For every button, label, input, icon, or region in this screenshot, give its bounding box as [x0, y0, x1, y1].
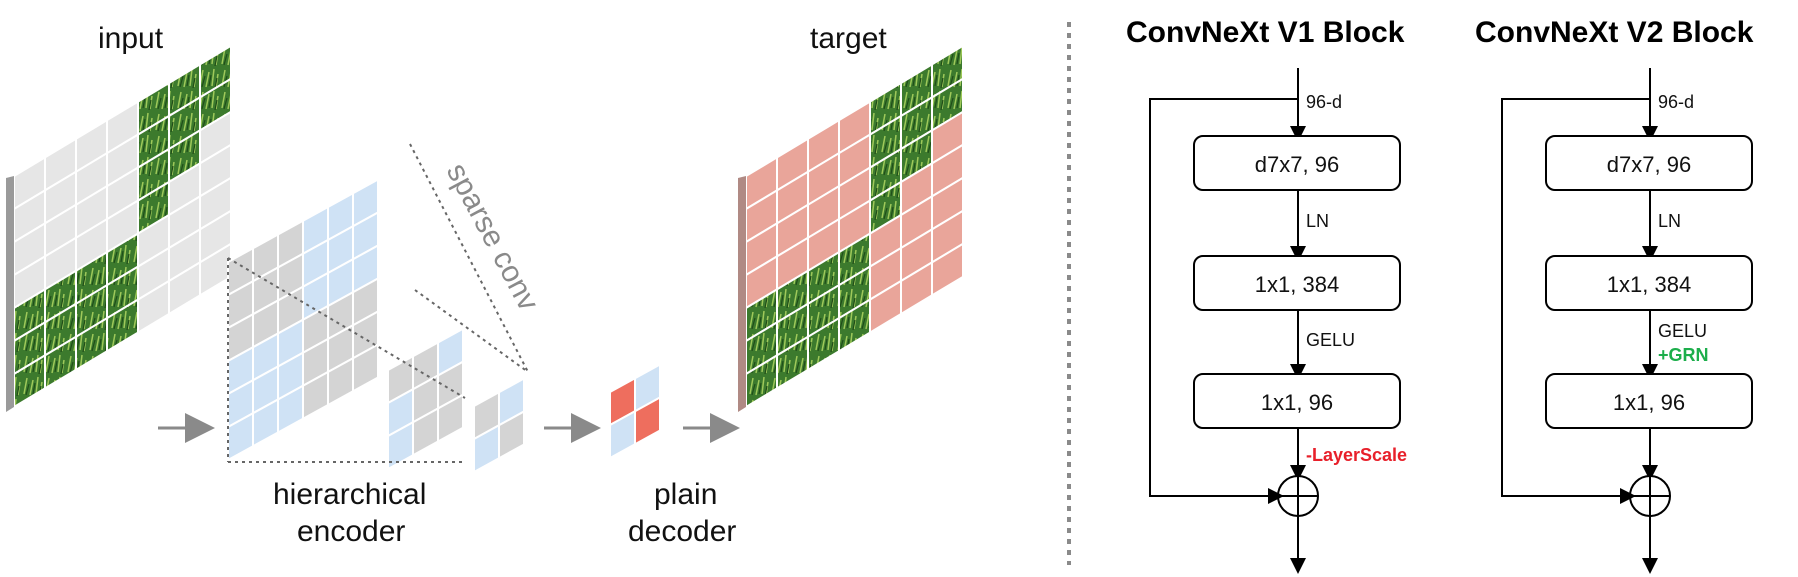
target-grid-side — [738, 176, 746, 412]
convnext-v1-block: ConvNeXt V1 Block 96-d d7x7, 96 LN 1x1, … — [1126, 16, 1407, 574]
encoder-stage1-grid — [227, 177, 379, 462]
v1-gelu-label: GELU — [1306, 330, 1355, 350]
convnext-v2-block: ConvNeXt V2 Block 96-d d7x7, 96 LN 1x1, … — [1475, 16, 1754, 574]
v1-input-dim: 96-d — [1306, 92, 1342, 112]
target-label: target — [810, 22, 887, 55]
v1-skip-connection — [1149, 98, 1298, 504]
v2-skip-connection — [1501, 98, 1650, 504]
input-grid-side — [6, 176, 14, 412]
encoder-label-line2: encoder — [297, 515, 405, 548]
target-patch-grid — [738, 44, 964, 412]
decoder-label-line1: plain — [654, 478, 717, 511]
decoder-patch — [634, 395, 661, 446]
v1-residual-add — [1277, 475, 1319, 517]
v1-box-pwconv2-label: 1x1, 96 — [1261, 390, 1333, 415]
encoder-patch — [498, 409, 525, 460]
v2-box-pwconv2-label: 1x1, 96 — [1613, 390, 1685, 415]
v1-title: ConvNeXt V1 Block — [1126, 16, 1405, 49]
v2-ln-label: LN — [1658, 211, 1681, 231]
decoder-panel: plain decoder — [609, 362, 736, 548]
v1-box-pwconv1-label: 1x1, 384 — [1255, 272, 1339, 297]
v1-box-dwconv-label: d7x7, 96 — [1255, 152, 1339, 177]
input-label: input — [98, 22, 164, 55]
sparse-conv-dotted-lines — [227, 143, 529, 463]
encoder-stage3-grid — [473, 376, 525, 474]
sparse-conv-label: sparse conv — [440, 158, 545, 316]
decoder-label-line2: decoder — [628, 515, 736, 548]
target-patch — [931, 242, 964, 298]
encoder-label-line1: hierarchical — [273, 478, 426, 511]
v2-box-pwconv1-label: 1x1, 384 — [1607, 272, 1691, 297]
encoder-panel: sparse conv hierarchical encoder — [227, 143, 545, 548]
v2-title: ConvNeXt V2 Block — [1475, 16, 1754, 49]
v1-layerscale-label: -LayerScale — [1306, 445, 1407, 465]
encoder-stage2-grid — [387, 327, 464, 471]
target-panel: target — [738, 22, 964, 412]
decoder-grid — [609, 362, 661, 460]
v2-input-dim: 96-d — [1658, 92, 1694, 112]
v2-residual-add — [1629, 475, 1671, 517]
v2-grn-label: +GRN — [1658, 345, 1709, 365]
v2-box-dwconv-label: d7x7, 96 — [1607, 152, 1691, 177]
v2-gelu-label: GELU — [1658, 321, 1707, 341]
encoder-patch — [437, 393, 464, 444]
input-patch-grid — [6, 44, 232, 412]
v1-ln-label: LN — [1306, 211, 1329, 231]
encoder-patch — [352, 342, 379, 393]
input-panel: input — [6, 22, 232, 412]
